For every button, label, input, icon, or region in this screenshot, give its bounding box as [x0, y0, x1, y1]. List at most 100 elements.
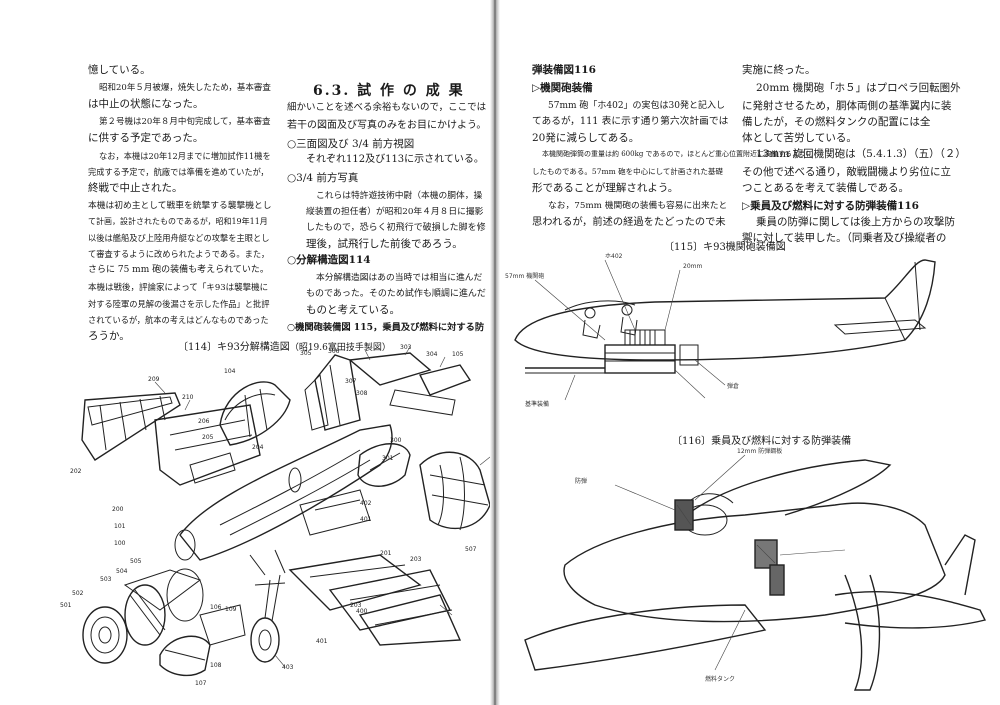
right-col1-line: 本機関砲弾筒の重量は約 600kg であるので，ほとんど重心位置附近に装備するよ… — [542, 150, 813, 158]
part-number: 306 — [328, 348, 340, 355]
left-col2-line: ○分解構造図114 — [287, 254, 371, 266]
left-col1-line: 以後は艦船及び上陸用舟艇などの攻撃を主眼とし — [88, 233, 270, 243]
gun-note: 弾倉 — [727, 382, 739, 390]
part-number: 305 — [300, 350, 312, 357]
part-number: 504 — [116, 568, 128, 575]
part-number: 204 — [252, 444, 264, 451]
right-col2-line: 体として苦労している。 — [742, 132, 857, 144]
gun-installation-drawing: 57mm 機関砲 ホ402 20mm 弾倉 基準装備 — [505, 253, 936, 408]
right-col2-line: ▷乗員及び燃料に対する防弾装備116 — [742, 200, 919, 212]
figure-114-credit: （昭19.6富田技手製図） — [289, 343, 391, 353]
left-col1-line: 昭和20年５月被爆，焼失したため，基本審査 — [99, 83, 271, 93]
annotation-leaders — [534, 259, 726, 401]
right-page — [500, 0, 1000, 705]
exploded-structure-drawing: 209 210 206 205 202 200 101 100 503 504 … — [60, 344, 504, 687]
right-col1-line: 弾装備図116 — [532, 64, 596, 76]
armor-plates — [674, 499, 785, 596]
part-number: 400 — [356, 608, 368, 615]
armor-drawing: 12mm 防弾鋼板 防弾 燃料タンク — [524, 447, 987, 691]
part-number: 300 — [390, 437, 402, 444]
gun-57mm — [525, 329, 699, 374]
right-col1-line: 20発に減らしてある。 — [532, 132, 640, 144]
book-gutter — [490, 0, 500, 705]
right-col2-line: その他で述べる通り，敵戦闘機より劣位に立 — [742, 166, 952, 178]
right-col1-line: 形であることが理解されよう。 — [532, 182, 679, 194]
armor-note: 燃料タンク — [705, 675, 735, 683]
left-col1-line: 終戦で中止された。 — [88, 182, 183, 194]
left-col1-line: て計画，設計されたものであるが，昭和19年11月 — [88, 217, 268, 226]
gun-note: ホ402 — [605, 253, 623, 260]
left-col2-line: ○機関砲装備図 115，乗員及び燃料に対する防 — [287, 322, 485, 333]
right-col2-line: 乗員の防弾に関しては後上方からの攻撃防 — [756, 216, 955, 228]
leader-lines — [154, 346, 491, 668]
canopy — [219, 381, 291, 446]
part-number: 401 — [360, 516, 372, 523]
part-number: 209 — [148, 376, 160, 383]
left-col2-line: 本分解構造図はあの当時では相当に進んだ — [316, 273, 483, 283]
fuselage-side-view — [514, 259, 936, 361]
left-col2-line: ものであった。そのため試作も順調に進んだ — [306, 289, 486, 299]
part-number: 307 — [345, 378, 357, 385]
left-col1-line: は中止の状態になった。 — [88, 98, 204, 110]
part-number: 203 — [410, 556, 422, 563]
left-col2-line: 縦装置の担任者）が昭和20年４月８日に撮影 — [306, 207, 484, 217]
right-col1-line: したものである。57mm 砲を中心にして計画された基礎 — [532, 167, 723, 176]
left-col1-line: 対する陸軍の見解の後漏さを示した作品」と批評 — [88, 299, 270, 309]
left-col1-line: さらに 75 mm 砲の装備も考えられていた。 — [88, 265, 269, 275]
part-number: 502 — [72, 590, 84, 597]
part-number: 403 — [282, 664, 294, 671]
part-number: 205 — [202, 434, 214, 441]
figure-114-caption: 〔114〕キ93分解構造図（昭19.6富田技手製図） — [178, 338, 391, 353]
left-col2-line: 細かいことを述べる余裕もないので，ここでは — [287, 102, 487, 113]
armor-note: 12mm 防弾鋼板 — [737, 447, 782, 455]
part-number: 505 — [130, 558, 142, 565]
figure-115-caption: 〔115〕キ93機関砲装備図 — [664, 242, 786, 253]
lower-cowling-parts — [159, 604, 246, 677]
crew-figures — [582, 304, 638, 339]
left-page: 憶している。昭和20年５月被爆，焼失したため，基本審査は中止の状態になった。第２… — [0, 0, 504, 705]
right-col2-line: つことあるを考えて装備しである。 — [742, 182, 910, 194]
left-col2-line: 理後，試飛行した前後であろう。 — [306, 238, 463, 250]
part-number: 210 — [182, 394, 194, 401]
part-number: 101 — [114, 523, 126, 530]
engine-and-propeller — [82, 568, 204, 664]
right-col1-line: 思われるが，前述の経過をたどったので未 — [532, 216, 726, 228]
part-number: 109 — [225, 606, 237, 613]
left-col2-line: 若干の図面及び写真のみをお目にかけよう。 — [287, 120, 487, 131]
part-number: 503 — [100, 576, 112, 583]
figure-114-title: 〔114〕キ93分解構造図 — [178, 342, 290, 353]
left-col2-line: それぞれ112及び113に示されている。 — [306, 154, 484, 165]
left-col1-line: ろうか。 — [88, 330, 130, 342]
center-section — [299, 443, 411, 536]
part-number: 100 — [114, 540, 126, 547]
right-col2-line: に発射させるため，胴体両側の基準翼内に装 — [742, 100, 952, 112]
right-col2-line: 13mm 旋回機関砲は（5.4.1.3）（五）（２） — [756, 148, 966, 160]
part-number: 106 — [210, 604, 222, 611]
gun-note: 基準装備 — [525, 400, 549, 408]
right-col1-line: てあるが，111 表に示す通り第六次計画では — [532, 116, 729, 127]
right-wing-panel — [288, 554, 462, 646]
armor-leaders — [614, 454, 846, 671]
part-number: 401 — [316, 638, 328, 645]
right-col2-line: 実施に終った。 — [742, 64, 816, 76]
right-col1-line: なお，75mm 機関砲の装備も容易に出来たと — [548, 201, 728, 211]
part-number: 303 — [400, 344, 412, 351]
right-col2-last-line: 禦に対して装甲した。（同乗者及び操縦者の — [742, 232, 947, 244]
left-col1-line: に供する予定であった。 — [88, 132, 204, 144]
fuselage — [174, 424, 393, 561]
part-number: 507 — [465, 546, 477, 553]
part-number: 304 — [426, 351, 438, 358]
part-number: 107 — [195, 680, 207, 687]
aircraft-perspective — [524, 459, 987, 691]
right-col2-line: 備したが，その燃料タンクの配置には全 — [742, 116, 931, 128]
left-col1-line: て審査するように改められたようである。また， — [88, 249, 270, 259]
armor-note: 防弾 — [575, 477, 587, 485]
part-number: 301 — [382, 455, 394, 462]
right-col1-line: ▷機関砲装備 — [532, 82, 593, 94]
gun-note: 20mm — [683, 263, 702, 270]
landing-gear — [249, 549, 286, 663]
left-col1-line: 完成する予定で，航廠では準備を進めていたが， — [88, 167, 269, 177]
left-col1-line: 本機は戦後，評論家によって「キ93は襲撃機に — [88, 283, 269, 293]
left-col2-line: したもので，恐らく初飛行で破損した脚を修 — [306, 223, 486, 233]
left-center-wing — [154, 404, 261, 486]
